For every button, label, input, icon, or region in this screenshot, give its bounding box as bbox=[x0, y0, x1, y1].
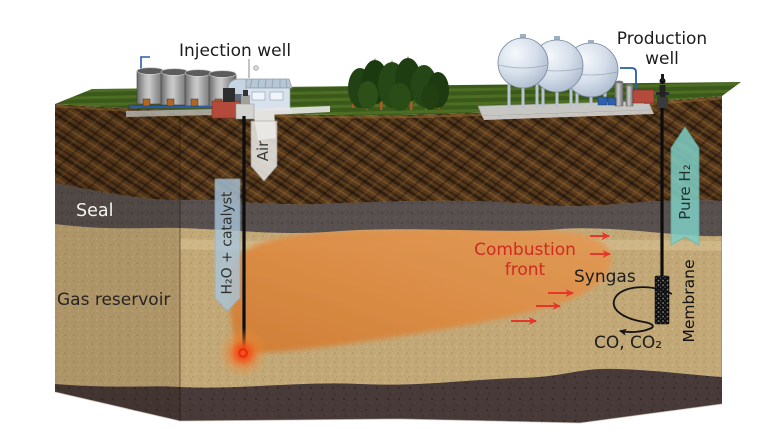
seal-layer-label: Seal bbox=[76, 201, 114, 221]
syngas-label: Syngas bbox=[574, 267, 636, 287]
membrane-label: Membrane bbox=[679, 259, 698, 343]
block-left-face-shade bbox=[55, 104, 180, 421]
production-wellhead bbox=[632, 74, 669, 108]
trees bbox=[348, 56, 449, 111]
pure-h2-label: Pure H₂ bbox=[676, 164, 695, 220]
injection-facility bbox=[126, 56, 330, 140]
production-well-label: Production well bbox=[616, 29, 708, 70]
injection-wellhead bbox=[211, 88, 255, 120]
subsurface-block bbox=[55, 96, 722, 423]
pure-h2-up-arrow bbox=[670, 126, 700, 246]
gas-reservoir-label: Gas reservoir bbox=[57, 290, 171, 310]
air-injection-arrow bbox=[250, 120, 278, 182]
h2o-catalyst-injection-band bbox=[214, 178, 241, 312]
satellite-dish-icon bbox=[253, 65, 259, 71]
h2o-catalyst-label: H₂O + catalyst bbox=[219, 191, 236, 295]
combustion-front-label: Combustion front bbox=[474, 240, 576, 281]
air-label: Air bbox=[254, 140, 273, 162]
production-facility bbox=[477, 34, 669, 120]
combustion-zone bbox=[229, 228, 612, 357]
injection-well-label: Injection well bbox=[178, 41, 292, 61]
spherical-gas-tanks bbox=[497, 34, 619, 98]
co-co2-recycle-arrow bbox=[612, 286, 673, 336]
membrane-section bbox=[654, 275, 670, 325]
syngas-flow-arrows bbox=[511, 232, 611, 325]
co-co2-label: CO, CO₂ bbox=[594, 333, 663, 353]
processing-equipment bbox=[597, 67, 650, 107]
